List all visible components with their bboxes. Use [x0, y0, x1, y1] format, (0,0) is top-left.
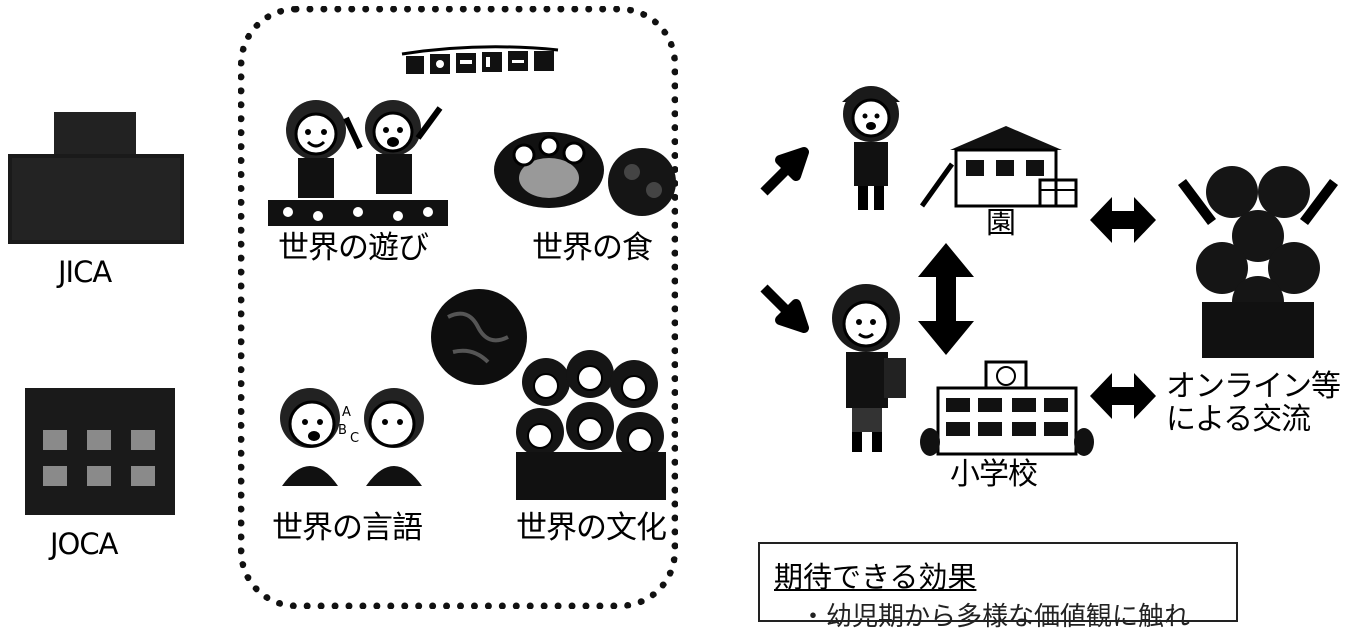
double-arrow-horizontal-icon-top — [1090, 197, 1156, 243]
expected-effects-box: 期待できる効果 ・幼児期から多様な価値観に触れ — [758, 542, 1238, 632]
double-arrow-horizontal-icon-bottom — [1090, 373, 1156, 419]
arrow-up-right-icon — [760, 147, 809, 196]
expected-effects-text: ・幼児期から多様な価値観に触れ — [800, 602, 1191, 632]
svg-text:A: A — [342, 405, 351, 420]
world-food-illustration — [494, 120, 684, 220]
online-exchange-label-line2: による交流 — [1166, 402, 1311, 437]
activity-play-label: 世界の遊び — [278, 230, 429, 266]
kindergarten-label: 園 — [986, 206, 1016, 241]
children-playing-illustration — [268, 88, 448, 228]
activity-food-label: 世界の食 — [532, 230, 653, 266]
joca-logo — [25, 388, 175, 515]
svg-text:C: C — [350, 431, 359, 446]
activity-language-label: 世界の言語 — [272, 510, 423, 546]
world-culture-illustration — [506, 350, 674, 500]
online-exchange-label: オンライン等 による交流 — [1166, 369, 1341, 437]
elementary-student-illustration — [826, 278, 908, 454]
language-conversation-illustration: A B C — [272, 376, 432, 488]
globe-icon — [428, 287, 530, 387]
svg-text:B: B — [338, 423, 347, 438]
elementary-school-building-illustration — [920, 360, 1094, 458]
kindergarten-child-illustration — [834, 78, 908, 216]
arrow-down-right-icon — [760, 284, 809, 333]
jica-label: JICA — [58, 255, 112, 289]
crowd-exchange-illustration — [1172, 152, 1344, 358]
flag-bunting-icon — [400, 42, 560, 82]
elementary-school-label: 小学校 — [950, 457, 1038, 492]
jica-logo — [8, 112, 184, 244]
activity-culture-label: 世界の文化 — [516, 510, 667, 546]
expected-effects-title: 期待できる効果 — [774, 560, 977, 594]
online-exchange-label-line1: オンライン等 — [1166, 369, 1341, 404]
double-arrow-vertical-icon — [918, 243, 974, 355]
joca-label: JOCA — [50, 527, 118, 561]
kindergarten-building-illustration — [919, 124, 1080, 210]
